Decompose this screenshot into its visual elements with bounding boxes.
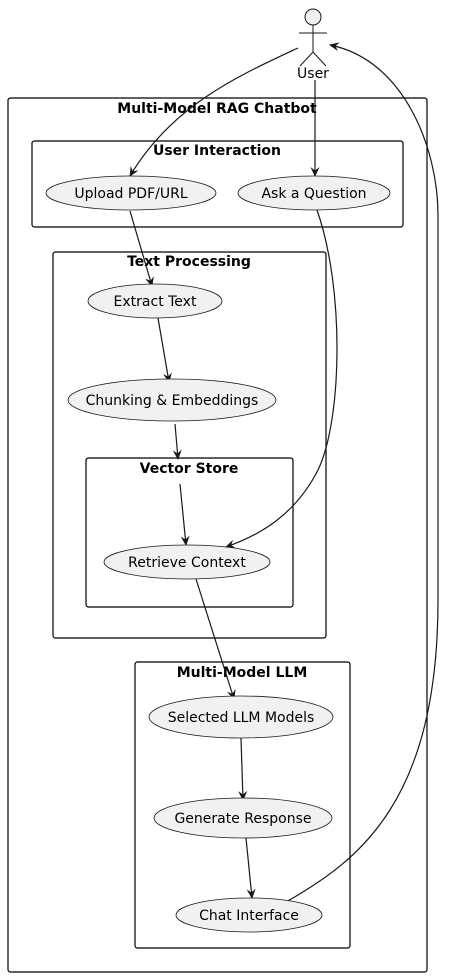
edge-upload-to-extract bbox=[129, 210, 154, 287]
edge-chat-to-user bbox=[285, 42, 439, 903]
use-case-upload: Upload PDF/URL bbox=[45, 175, 217, 211]
use-case-extract: Extract Text bbox=[87, 283, 223, 319]
use-case-label-chunking: Chunking & Embeddings bbox=[86, 393, 259, 409]
package-title-system: Multi-Model RAG Chatbot bbox=[117, 101, 317, 117]
use-case-label-extract: Extract Text bbox=[114, 294, 197, 310]
use-case-retrieve: Retrieve Context bbox=[103, 544, 271, 580]
package-multi-model-llm: Multi-Model LLM bbox=[134, 661, 351, 949]
edge-chunking-to-vector-store bbox=[172, 423, 182, 460]
use-case-chunking: Chunking & Embeddings bbox=[67, 378, 277, 422]
edges bbox=[129, 42, 439, 903]
package-text-processing: Text Processing bbox=[52, 251, 327, 639]
use-case-ask: Ask a Question bbox=[237, 175, 391, 211]
use-case-generate: Generate Response bbox=[153, 797, 333, 839]
use-case-label-chat: Chat Interface bbox=[199, 908, 299, 924]
use-case-label-retrieve: Retrieve Context bbox=[128, 555, 246, 571]
package-multi-model-rag-chatbot: Multi-Model RAG Chatbot bbox=[7, 97, 428, 973]
package-title-user-interaction: User Interaction bbox=[153, 143, 281, 159]
use-case-label-upload: Upload PDF/URL bbox=[74, 186, 187, 202]
use-case-selected: Selected LLM Models bbox=[148, 695, 334, 739]
actor-head-icon bbox=[304, 8, 322, 26]
actor-user: User bbox=[297, 8, 329, 82]
package-vector-store: Vector Store bbox=[85, 457, 294, 608]
edge-ask-to-retrieve bbox=[225, 209, 338, 549]
use-case-label-generate: Generate Response bbox=[174, 811, 311, 827]
use-case-chat: Chat Interface bbox=[175, 897, 323, 933]
package-title-vector-store: Vector Store bbox=[140, 461, 239, 477]
edge-selected-to-generate bbox=[238, 737, 248, 801]
package-user-interaction: User Interaction bbox=[31, 140, 404, 228]
edge-generate-to-chat bbox=[245, 837, 256, 899]
package-title-multi-model-llm: Multi-Model LLM bbox=[177, 665, 308, 681]
edge-extract-to-chunking bbox=[157, 317, 172, 383]
edge-vector-store-to-retrieve bbox=[179, 483, 190, 546]
package-title-text-processing: Text Processing bbox=[127, 254, 251, 270]
edge-retrieve-to-selected bbox=[195, 578, 236, 700]
use-case-label-ask: Ask a Question bbox=[261, 186, 366, 202]
edge-user-to-upload bbox=[129, 47, 299, 177]
actor-label: User bbox=[297, 66, 329, 82]
use-case-label-selected: Selected LLM Models bbox=[168, 710, 315, 726]
